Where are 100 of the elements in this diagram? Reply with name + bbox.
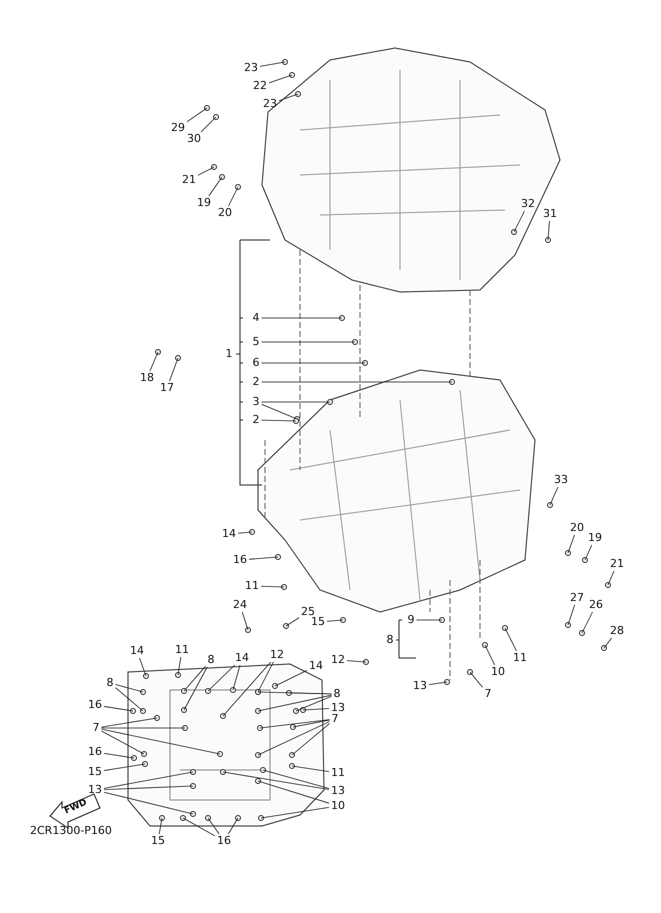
leader-line bbox=[428, 682, 448, 686]
callout-number: 19 bbox=[196, 197, 212, 209]
leader-line bbox=[261, 420, 296, 422]
callout-number: 25 bbox=[300, 606, 316, 618]
leader-line bbox=[261, 404, 298, 420]
leader-line bbox=[104, 752, 134, 758]
leader-line bbox=[208, 176, 222, 196]
callout-number: 7 bbox=[330, 713, 340, 725]
leader-line bbox=[550, 486, 558, 506]
callout-number: 14 bbox=[308, 660, 324, 672]
leader-line bbox=[288, 692, 332, 694]
callout-number: 13 bbox=[87, 784, 103, 796]
callout-number: 32 bbox=[520, 198, 536, 210]
leader-line bbox=[182, 818, 216, 836]
callout-number: 30 bbox=[186, 133, 202, 145]
callout-number: 4 bbox=[252, 312, 260, 324]
callout-number: 10 bbox=[490, 666, 506, 678]
leader-line bbox=[248, 556, 278, 560]
leader-line bbox=[296, 696, 332, 712]
leader-line bbox=[292, 723, 330, 756]
leader-line bbox=[346, 660, 366, 662]
leader-line bbox=[158, 818, 162, 834]
callout-number: 21 bbox=[609, 558, 625, 570]
callout-number: 16 bbox=[87, 746, 103, 758]
leader-line bbox=[584, 544, 592, 560]
leader-line bbox=[262, 770, 330, 789]
leader-line bbox=[292, 720, 330, 728]
diagram-code: 2CR1300-P160 bbox=[30, 824, 112, 837]
callout-number: 13 bbox=[412, 680, 428, 692]
leader-line bbox=[302, 708, 330, 710]
leader-line bbox=[260, 586, 284, 588]
leader-line bbox=[484, 644, 496, 666]
leader-line bbox=[101, 718, 158, 728]
callout-number: 11 bbox=[174, 644, 190, 656]
callout-number: 11 bbox=[244, 580, 260, 592]
leader-line bbox=[260, 62, 286, 67]
callout-number: 3 bbox=[252, 396, 260, 408]
leader-line bbox=[504, 628, 517, 652]
leader-line bbox=[208, 664, 236, 692]
callout-number: 15 bbox=[150, 835, 166, 847]
callout-number: 1 bbox=[224, 348, 234, 360]
leader-line bbox=[200, 116, 216, 132]
leader-line bbox=[101, 728, 220, 754]
leader-line bbox=[228, 186, 238, 206]
callout-number: 18 bbox=[139, 372, 155, 384]
leader-line bbox=[222, 772, 330, 790]
callout-number: 14 bbox=[234, 652, 250, 664]
callout-number: 6 bbox=[252, 357, 260, 369]
leader-line bbox=[258, 694, 332, 712]
callout-number: 7 bbox=[92, 722, 100, 734]
leader-line bbox=[260, 807, 330, 818]
leader-line bbox=[208, 818, 220, 834]
callout-number: 24 bbox=[232, 599, 248, 611]
leader-line bbox=[104, 786, 194, 790]
leader-line bbox=[548, 220, 550, 240]
callout-number: 13 bbox=[330, 785, 346, 797]
leader-line bbox=[514, 210, 525, 232]
callout-number: 14 bbox=[129, 645, 145, 657]
callout-number: 5 bbox=[252, 336, 260, 348]
callout-number: 11 bbox=[330, 767, 346, 779]
leader-line bbox=[115, 687, 144, 712]
leader-line bbox=[278, 94, 298, 102]
leader-line bbox=[104, 764, 146, 771]
leader-line bbox=[268, 74, 292, 84]
leader-line bbox=[258, 721, 330, 756]
callout-number: 20 bbox=[217, 207, 233, 219]
callout-number: 8 bbox=[386, 634, 394, 646]
leader-line bbox=[326, 620, 344, 622]
callout-number: 20 bbox=[569, 522, 585, 534]
callout-number: 16 bbox=[216, 835, 232, 847]
leader-line bbox=[104, 792, 194, 814]
leader-line bbox=[198, 166, 214, 176]
callout-number: 7 bbox=[484, 688, 492, 700]
leader-line bbox=[608, 570, 614, 586]
callout-number: 33 bbox=[553, 474, 569, 486]
callout-number: 8 bbox=[106, 677, 114, 689]
leader-line bbox=[238, 532, 252, 534]
callout-number: 14 bbox=[221, 528, 237, 540]
callout-number: 12 bbox=[269, 649, 285, 661]
leader-line bbox=[228, 818, 238, 834]
leader-line bbox=[260, 719, 330, 728]
leader-line bbox=[104, 706, 134, 712]
leader-line bbox=[582, 612, 593, 634]
leader-line bbox=[115, 684, 144, 692]
callout-number: 11 bbox=[512, 652, 528, 664]
forward-label: FWD bbox=[62, 798, 89, 816]
callout-number: 21 bbox=[181, 174, 197, 186]
leader-line bbox=[178, 656, 182, 676]
callout-number: 15 bbox=[310, 616, 326, 628]
leader-line bbox=[470, 672, 483, 688]
callout-number: 28 bbox=[609, 625, 625, 637]
leader-line bbox=[169, 358, 178, 382]
leader-line bbox=[186, 108, 208, 122]
leader-line bbox=[258, 780, 330, 804]
leader-line bbox=[242, 612, 248, 630]
callout-number: 2 bbox=[252, 414, 260, 426]
leader-line bbox=[258, 662, 274, 692]
callout-number: 10 bbox=[330, 800, 346, 812]
leader-line bbox=[604, 638, 612, 648]
leader-line bbox=[184, 666, 206, 692]
